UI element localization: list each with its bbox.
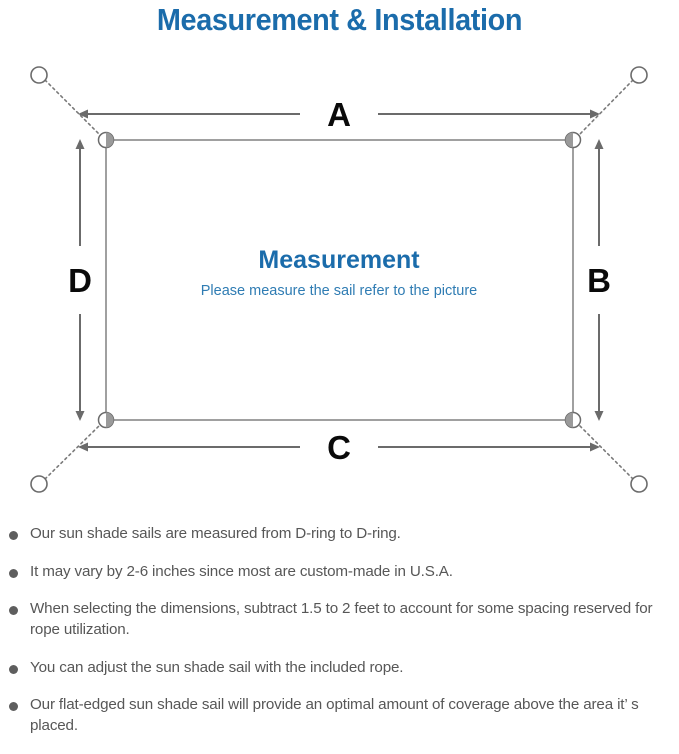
list-item: Our sun shade sails are measured from D-…: [0, 524, 679, 545]
list-item: Our flat-edged sun shade sail will provi…: [0, 695, 679, 736]
rope-lines: [44, 79, 634, 480]
dimension-label-c: C: [327, 429, 351, 466]
rope-line-top-right: [577, 79, 634, 137]
list-item: It may vary by 2-6 inches since most are…: [0, 562, 679, 583]
d-ring-top-right: [564, 131, 582, 149]
note-text: You can adjust the sun shade sail with t…: [30, 658, 404, 676]
note-text: When selecting the dimensions, subtract …: [30, 600, 653, 639]
page-title: Measurement & Installation: [156, 2, 523, 37]
anchor-top-left: [30, 66, 48, 84]
dimension-label-a: A: [327, 96, 351, 133]
anchor-top-right: [630, 66, 648, 84]
anchor-bottom-right: [630, 475, 648, 493]
note-text: Our flat-edged sun shade sail will provi…: [30, 696, 639, 735]
d-ring-bottom-left: [97, 411, 115, 429]
bullet-icon: [9, 606, 18, 616]
list-item: When selecting the dimensions, subtract …: [0, 599, 679, 640]
bullet-icon: [9, 568, 18, 578]
d-rings: [97, 131, 582, 429]
dimension-label-b: B: [587, 262, 611, 299]
dimension-label-d: D: [68, 262, 92, 299]
sail-body: [105, 139, 574, 421]
d-ring-bottom-right: [564, 411, 582, 429]
measurement-diagram: A C D B Measurement Please measure the s…: [0, 46, 679, 516]
anchor-circles: [30, 66, 648, 493]
notes-list: Our sun shade sails are measured from D-…: [0, 524, 679, 754]
diagram-center-heading: Measurement: [258, 246, 420, 274]
bullet-icon: [9, 664, 18, 674]
anchor-bottom-left: [30, 475, 48, 493]
list-item: You can adjust the sun shade sail with t…: [0, 658, 679, 679]
rope-line-top-left: [44, 79, 102, 137]
diagram-center-subheading: Please measure the sail refer to the pic…: [201, 283, 477, 299]
d-ring-top-left: [97, 131, 115, 149]
bullet-icon: [9, 702, 18, 712]
rope-line-bottom-left: [44, 423, 102, 480]
rope-line-bottom-right: [577, 423, 634, 480]
note-text: It may vary by 2-6 inches since most are…: [30, 562, 453, 580]
note-text: Our sun shade sails are measured from D-…: [30, 525, 401, 542]
bullet-icon: [9, 531, 18, 540]
